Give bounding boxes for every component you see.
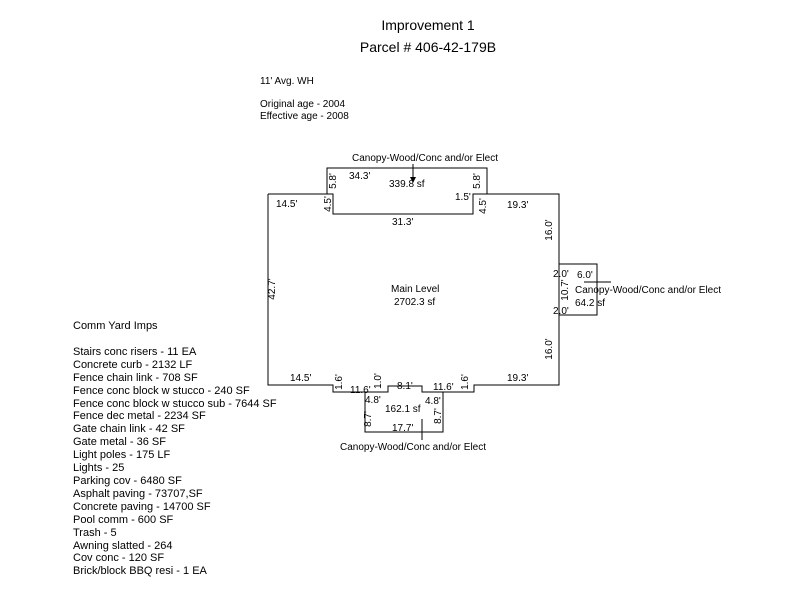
dim-top-notch-bottom: 31.3' <box>392 217 413 228</box>
dim-right-jog-top: 2.0' <box>553 269 569 280</box>
canopy-top-arrowhead <box>410 177 416 183</box>
dim-bottom-right-jog: 1.6' <box>460 374 471 390</box>
yard-item: Gate metal - 36 SF <box>73 436 166 449</box>
dim-cr-top: 6.0' <box>577 270 593 281</box>
improvement-title: Improvement 1 <box>381 17 475 33</box>
yard-item: Cov conc - 120 SF <box>73 552 165 565</box>
dim-cb-left-offset: 4.8' <box>365 395 381 406</box>
yard-item: Pool comm - 600 SF <box>73 513 174 526</box>
dim-top-notch-right: 4.5' <box>478 198 489 214</box>
yard-heading: Comm Yard Imps <box>73 320 158 332</box>
dim-ct-inner: 1.5' <box>455 192 471 203</box>
dim-right-lower: 16.0' <box>544 338 555 359</box>
yard-item: Concrete curb - 2132 LF <box>73 358 193 371</box>
dim-bottom-inner-jog: 1.0' <box>373 373 384 389</box>
effective-age-note: Effective age - 2008 <box>260 111 349 122</box>
dim-top-right: 19.3' <box>507 200 528 211</box>
dim-cb-left-side: 8.7' <box>363 411 374 427</box>
yard-item: Awning slatted - 264 <box>73 539 173 552</box>
yard-item: Fence dec metal - 2234 SF <box>73 410 206 423</box>
canopy-right-label: Canopy-Wood/Conc and/or Elect <box>575 285 721 296</box>
dim-bottom-left: 14.5' <box>290 373 311 384</box>
dim-cb-right-offset: 4.8' <box>425 396 441 407</box>
yard-item: Lights - 25 <box>73 462 125 475</box>
yard-item: Concrete paving - 14700 SF <box>73 500 211 513</box>
canopy-top-outline <box>326 167 488 195</box>
canopy-bottom-outline <box>364 392 444 433</box>
dim-cb-bottom: 17.7' <box>392 423 413 434</box>
dim-bottom-right-step: 11.6' <box>433 382 454 393</box>
main-level-outline <box>267 193 560 393</box>
dim-right-jog-mid: 10.7' <box>560 279 571 300</box>
yard-item: Brick/block BBQ resi - 1 EA <box>73 565 207 578</box>
dim-ct-top: 34.3' <box>349 171 370 182</box>
yard-item: Gate chain link - 42 SF <box>73 423 185 436</box>
yard-item: Fence chain link - 708 SF <box>73 371 198 384</box>
yard-item: Fence conc block w stucco sub - 7644 SF <box>73 397 277 410</box>
main-level-label: Main Level <box>391 284 439 295</box>
dim-bottom-left-jog: 1.6' <box>334 374 345 390</box>
yard-item: Fence conc block w stucco - 240 SF <box>73 384 250 397</box>
dim-ct-left-side: 5.8' <box>328 173 339 189</box>
dim-top-notch-left: 4.5' <box>323 196 334 212</box>
canopy-top-area: 339.8 sf <box>389 179 425 190</box>
dim-bottom-center: 8.1' <box>397 381 413 392</box>
canopy-bottom-label: Canopy-Wood/Conc and/or Elect <box>340 442 486 453</box>
dim-ct-right-side: 5.8' <box>472 173 483 189</box>
canopy-right-outline <box>558 263 598 316</box>
parcel-number: Parcel # 406-42-179B <box>359 39 497 55</box>
dim-left: 42.7' <box>267 278 278 299</box>
main-level-area: 2702.3 sf <box>394 297 435 308</box>
canopy-top-label: Canopy-Wood/Conc and/or Elect <box>352 153 498 164</box>
dim-bottom-right: 19.3' <box>507 373 528 384</box>
comm-yard-imps: Comm Yard Imps Stairs conc risers - 11 E… <box>73 320 277 578</box>
yard-item: Light poles - 175 LF <box>73 449 171 462</box>
dim-bottom-left-step: 11.6' <box>350 385 371 396</box>
yard-item: Trash - 5 <box>73 526 117 539</box>
original-age-note: Original age - 2004 <box>260 99 346 110</box>
yard-item: Parking cov - 6480 SF <box>73 474 182 487</box>
yard-item: Asphalt paving - 73707,SF <box>73 487 203 500</box>
dim-right-jog-bottom: 2.0' <box>553 306 569 317</box>
dim-top-left: 14.5' <box>276 199 297 210</box>
yard-item: Stairs conc risers - 11 EA <box>73 345 197 358</box>
wall-height-note: 11' Avg. WH <box>260 76 314 87</box>
canopy-bottom-area: 162.1 sf <box>385 404 421 415</box>
dim-cb-right-side: 8.7' <box>433 408 444 424</box>
dim-right-upper: 16.0' <box>544 219 555 240</box>
canopy-right-area: 64.2 sf <box>575 298 605 309</box>
